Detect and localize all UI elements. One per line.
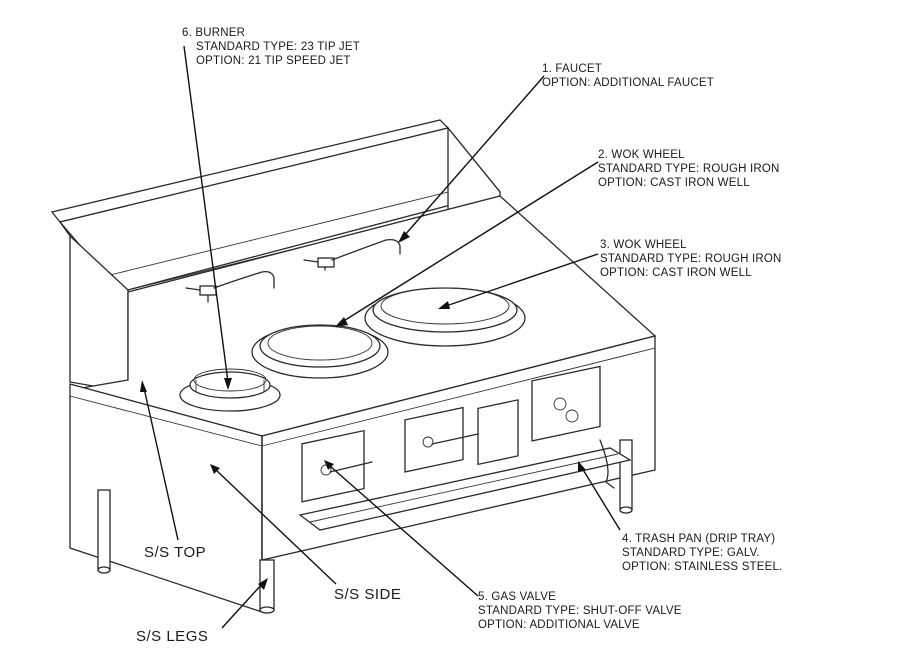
callout-trash-pan-line2: OPTION: STAINLESS STEEL. [622, 561, 783, 573]
label-ss-side: S/S SIDE [334, 586, 402, 603]
faucet-right [303, 238, 401, 271]
control-box-2 [404, 406, 479, 473]
leader-lines [140, 45, 621, 629]
callout-faucet: 1. FAUCET OPTION: ADDITIONAL FAUCET [542, 62, 714, 90]
callout-wok-wheel-2: 2. WOK WHEEL STANDARD TYPE: ROUGH IRON O… [598, 148, 780, 190]
control-box-3 [477, 399, 519, 466]
callout-wok-wheel-3-title: 3. WOK WHEEL [600, 239, 687, 251]
callout-gas-valve-line1: STANDARD TYPE: SHUT-OFF VALVE [478, 605, 682, 617]
callout-burner-title: 6. BURNER [182, 27, 246, 39]
legs [97, 439, 633, 614]
callout-gas-valve: 5. GAS VALVE STANDARD TYPE: SHUT-OFF VAL… [478, 590, 682, 632]
callout-faucet-title: 1. FAUCET [542, 63, 602, 75]
callout-trash-pan-line1: STANDARD TYPE: GALV. [622, 547, 760, 559]
callout-burner-line1: STANDARD TYPE: 23 TIP JET [196, 41, 360, 53]
callout-trash-pan-title: 4. TRASH PAN (DRIP TRAY) [622, 533, 776, 545]
callout-wok-wheel-2-title: 2. WOK WHEEL [598, 149, 685, 161]
callout-gas-valve-title: 5. GAS VALVE [478, 591, 557, 603]
callout-wok-wheel-3-line1: STANDARD TYPE: ROUGH IRON [600, 253, 782, 265]
control-box-1 [301, 429, 373, 503]
callout-faucet-line1: OPTION: ADDITIONAL FAUCET [542, 77, 714, 89]
callout-burner-line2: OPTION: 21 TIP SPEED JET [196, 55, 351, 67]
callout-gas-valve-line2: OPTION: ADDITIONAL VALVE [478, 619, 640, 631]
callout-wok-wheel-3: 3. WOK WHEEL STANDARD TYPE: ROUGH IRON O… [600, 238, 782, 280]
control-box-4 [531, 365, 601, 442]
label-ss-top: S/S TOP [144, 544, 207, 561]
wok-wheel-middle [251, 324, 389, 379]
label-ss-legs: S/S LEGS [136, 628, 209, 645]
callout-wok-wheel-3-line2: OPTION: CAST IRON WELL [600, 267, 752, 279]
gas-pipe [599, 439, 615, 489]
callout-wok-wheel-2-line2: OPTION: CAST IRON WELL [598, 177, 750, 189]
callout-burner: 6. BURNER STANDARD TYPE: 23 TIP JET OPTI… [182, 26, 360, 68]
callout-wok-wheel-2-line1: STANDARD TYPE: ROUGH IRON [598, 163, 780, 175]
callout-trash-pan: 4. TRASH PAN (DRIP TRAY) STANDARD TYPE: … [622, 532, 783, 574]
drip-tray [298, 447, 632, 531]
wok-wheel-right [364, 287, 526, 347]
